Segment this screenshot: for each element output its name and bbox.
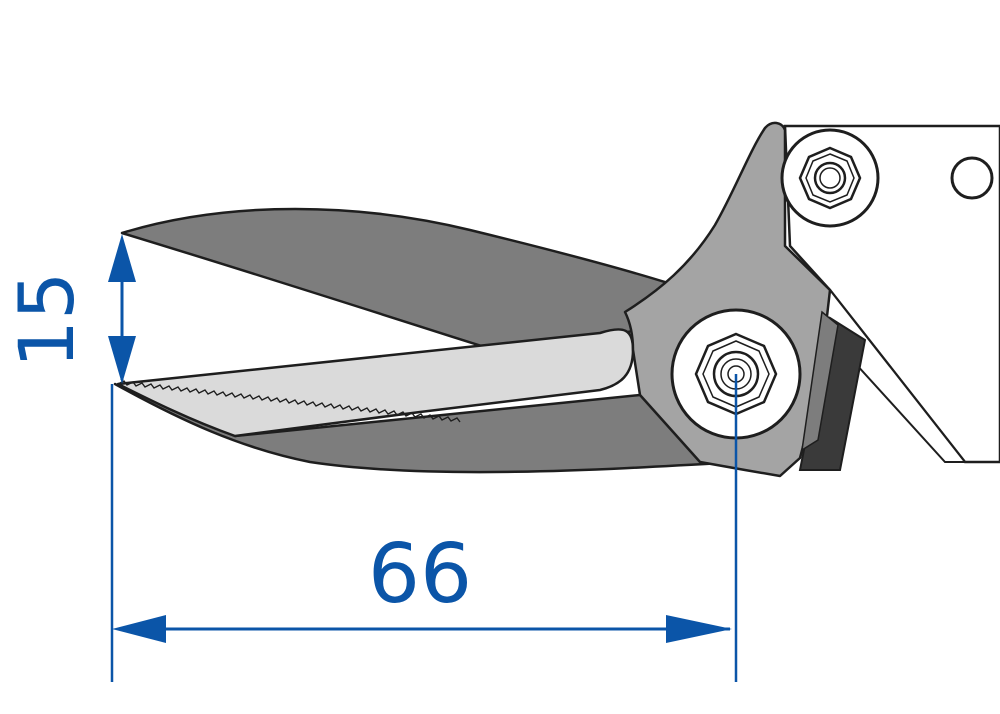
upper-rivet-ring: [780, 128, 880, 228]
upper-rivet-core-inner: [819, 167, 841, 189]
upper-rivet-core: [813, 161, 847, 195]
upper-blade: [120, 207, 707, 354]
upper-rivet-nut-inner: [805, 153, 855, 203]
upper-rivet: [780, 128, 880, 228]
arrowhead-right: [666, 615, 732, 643]
dimension-blade-length: 66: [110, 374, 738, 682]
upper-rivet-nut: [798, 146, 862, 210]
arrowhead-down: [108, 336, 136, 384]
handle-hole: [950, 156, 994, 200]
lower-blade: [113, 328, 782, 474]
serrated-edge: [117, 380, 461, 423]
dimension-label-length: 66: [368, 527, 472, 622]
upper-blade-body: [120, 207, 707, 354]
arrowhead-up: [108, 234, 136, 282]
blade-root-gap: [801, 310, 839, 452]
dimension-blade-opening: 15: [2, 234, 136, 384]
lower-blade-bevel: [116, 328, 635, 438]
arrowhead-left: [112, 615, 166, 643]
dimension-label-opening: 15: [2, 272, 91, 369]
